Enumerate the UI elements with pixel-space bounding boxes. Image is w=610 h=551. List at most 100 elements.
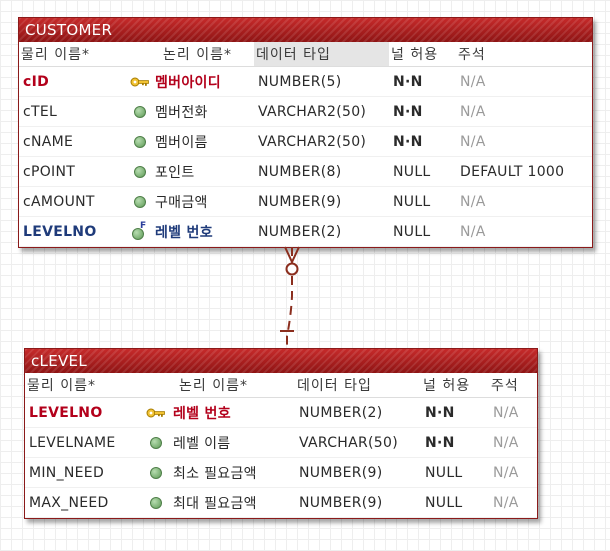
logical-name-cell[interactable]: 최소 필요금액 bbox=[169, 457, 296, 488]
header-comment: 주석 bbox=[489, 373, 537, 398]
physical-name-cell[interactable]: cTEL bbox=[19, 96, 129, 127]
attribute-icon bbox=[134, 165, 146, 178]
column-icon-cell bbox=[143, 427, 169, 458]
logical-name-cell[interactable]: 레벨 번호 bbox=[151, 216, 255, 247]
data-type-cell[interactable]: NUMBER(2) bbox=[295, 397, 422, 428]
comment-cell[interactable]: N/A bbox=[456, 126, 592, 157]
logical-name-cell[interactable]: 최대 필요금액 bbox=[169, 487, 296, 518]
attribute-icon bbox=[134, 105, 146, 118]
data-type-cell[interactable]: VARCHAR2(50) bbox=[254, 96, 390, 127]
data-type-cell[interactable]: NUMBER(9) bbox=[295, 457, 422, 488]
entity-title[interactable]: cLEVEL bbox=[25, 349, 537, 373]
entity-clevel[interactable]: cLEVEL 물리 이름* 논리 이름* 데이터 타입 널 허용 주석 LEVE… bbox=[24, 348, 538, 519]
header-nullable: 널 허용 bbox=[389, 42, 457, 67]
header-comment: 주석 bbox=[456, 42, 592, 67]
comment-cell[interactable]: N/A bbox=[456, 66, 592, 97]
comment-cell[interactable]: N/A bbox=[489, 427, 537, 458]
comment-cell[interactable]: N/A bbox=[456, 216, 592, 247]
data-type-cell[interactable]: NUMBER(8) bbox=[254, 156, 390, 187]
column-header-row: 물리 이름* 논리 이름* 데이터 타입 널 허용 주석 bbox=[25, 373, 537, 398]
nullable-cell[interactable]: NULL bbox=[421, 457, 490, 488]
physical-name-cell[interactable]: cID bbox=[19, 66, 129, 97]
physical-name-cell[interactable]: MIN_NEED bbox=[25, 457, 143, 488]
column-icon-cell bbox=[143, 457, 169, 488]
entity-columns-table: 물리 이름* 논리 이름* 데이터 타입 널 허용 주석 LEVELNO 레벨 번… bbox=[25, 373, 537, 518]
nullable-cell[interactable]: NULL bbox=[389, 216, 457, 247]
physical-name-cell[interactable]: cAMOUNT bbox=[19, 186, 129, 217]
column-icon-cell bbox=[129, 126, 151, 157]
relationship-line[interactable] bbox=[286, 247, 293, 348]
physical-name-cell[interactable]: LEVELNAME bbox=[25, 427, 143, 458]
header-nullable: 널 허용 bbox=[421, 373, 490, 398]
header-physical-name: 물리 이름* bbox=[19, 42, 129, 67]
header-logical-name: 논리 이름* bbox=[129, 42, 255, 67]
header-data-type: 데이터 타입 bbox=[254, 42, 390, 67]
comment-cell[interactable]: N/A bbox=[489, 397, 537, 428]
data-type-cell[interactable]: NUMBER(2) bbox=[254, 216, 390, 247]
column-header-row: 물리 이름* 논리 이름* 데이터 타입 널 허용 주석 bbox=[19, 42, 592, 67]
logical-name-cell[interactable]: 레벨 이름 bbox=[169, 427, 296, 458]
logical-name-cell[interactable]: 포인트 bbox=[151, 156, 255, 187]
attribute-icon bbox=[150, 436, 162, 449]
physical-name-cell[interactable]: LEVELNO bbox=[19, 216, 129, 247]
header-data-type: 데이터 타입 bbox=[295, 373, 422, 398]
attribute-icon bbox=[150, 496, 162, 509]
attribute-icon bbox=[134, 135, 146, 148]
column-icon-cell bbox=[143, 397, 169, 428]
nullable-cell[interactable]: N·N bbox=[389, 96, 457, 127]
logical-name-cell[interactable]: 멤버전화 bbox=[151, 96, 255, 127]
comment-cell[interactable]: N/A bbox=[456, 186, 592, 217]
logical-name-cell[interactable]: 레벨 번호 bbox=[169, 397, 296, 428]
data-type-cell[interactable]: NUMBER(9) bbox=[254, 186, 390, 217]
column-icon-cell bbox=[129, 96, 151, 127]
primary-key-icon bbox=[146, 408, 165, 417]
comment-cell[interactable]: N/A bbox=[489, 457, 537, 488]
physical-name-cell[interactable]: LEVELNO bbox=[25, 397, 143, 428]
logical-name-cell[interactable]: 멤버아이디 bbox=[151, 66, 255, 97]
logical-name-cell[interactable]: 멤버이름 bbox=[151, 126, 255, 157]
comment-cell[interactable]: N/A bbox=[489, 487, 537, 518]
optional-zero-marker bbox=[285, 262, 299, 276]
nullable-cell[interactable]: N·N bbox=[421, 427, 490, 458]
physical-name-cell[interactable]: cNAME bbox=[19, 126, 129, 157]
entity-customer[interactable]: CUSTOMER 물리 이름* 논리 이름* 데이터 타입 널 허용 주석 cI… bbox=[18, 17, 593, 248]
data-type-cell[interactable]: NUMBER(9) bbox=[295, 487, 422, 518]
column-icon-cell bbox=[143, 487, 169, 518]
data-type-cell[interactable]: VARCHAR(50) bbox=[295, 427, 422, 458]
physical-name-cell[interactable]: cPOINT bbox=[19, 156, 129, 187]
nullable-cell[interactable]: NULL bbox=[389, 156, 457, 187]
column-icon-cell bbox=[129, 66, 151, 97]
logical-name-cell[interactable]: 구매금액 bbox=[151, 186, 255, 217]
nullable-cell[interactable]: NULL bbox=[389, 186, 457, 217]
column-icon-cell bbox=[129, 156, 151, 187]
entity-title[interactable]: CUSTOMER bbox=[19, 18, 592, 42]
primary-key-icon bbox=[130, 77, 149, 86]
attribute-icon bbox=[150, 466, 162, 479]
data-type-cell[interactable]: VARCHAR2(50) bbox=[254, 126, 390, 157]
comment-cell[interactable]: DEFAULT 1000 bbox=[456, 156, 592, 187]
nullable-cell[interactable]: NULL bbox=[421, 487, 490, 518]
data-type-cell[interactable]: NUMBER(5) bbox=[254, 66, 390, 97]
header-physical-name: 물리 이름* bbox=[25, 373, 143, 398]
attribute-icon bbox=[134, 195, 146, 208]
nullable-cell[interactable]: N·N bbox=[389, 66, 457, 97]
nullable-cell[interactable]: N·N bbox=[389, 126, 457, 157]
comment-cell[interactable]: N/A bbox=[456, 96, 592, 127]
crows-foot-many-marker bbox=[284, 246, 300, 265]
physical-name-cell[interactable]: MAX_NEED bbox=[25, 487, 143, 518]
column-icon-cell bbox=[129, 186, 151, 217]
nullable-cell[interactable]: N·N bbox=[421, 397, 490, 428]
